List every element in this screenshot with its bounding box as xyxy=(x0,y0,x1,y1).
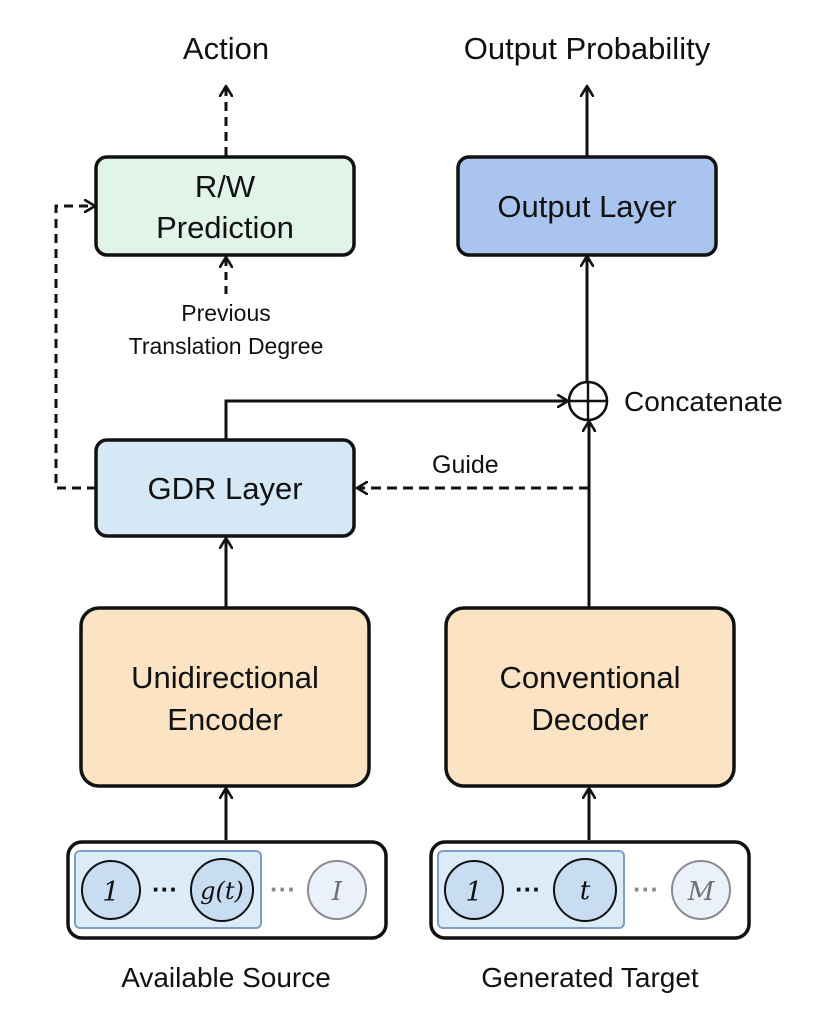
encoder-box xyxy=(79,606,371,788)
source-ellipsis-faded: ··· xyxy=(270,874,296,904)
available-source-label: Available Source xyxy=(121,962,331,993)
encoder-label-line2: Encoder xyxy=(167,702,282,737)
source-token-current xyxy=(190,858,254,922)
gdr-layer-box xyxy=(94,438,356,538)
target-token-current-label: t xyxy=(580,876,591,906)
output-layer-label: Output Layer xyxy=(497,189,676,224)
target-token-last xyxy=(671,860,731,920)
target-ellipsis-faded: ··· xyxy=(633,874,659,904)
source-token-last-label: I xyxy=(331,877,343,907)
target-token-first xyxy=(444,860,504,920)
gdr-layer-label: GDR Layer xyxy=(147,471,302,506)
source-token-first xyxy=(81,860,141,920)
gdr-to-concat-arrow xyxy=(224,401,568,440)
guide-label: Guide xyxy=(432,451,499,479)
target-token-first-label: 1 xyxy=(465,877,482,908)
output-layer-box xyxy=(456,155,718,257)
source-token-last xyxy=(307,860,367,920)
previous-degree-label-line1: Previous xyxy=(181,300,270,326)
rw-prediction-label-line1: R/W xyxy=(195,169,256,204)
target-ellipsis: ··· xyxy=(515,874,541,904)
source-token-first-label: 1 xyxy=(102,877,119,908)
previous-degree-label-line2: Translation Degree xyxy=(129,333,324,359)
target-token-current xyxy=(553,858,617,922)
action-label: Action xyxy=(183,31,269,66)
rw-prediction-label-line2: Prediction xyxy=(156,210,294,245)
source-ellipsis: ··· xyxy=(152,874,178,904)
decoder-box xyxy=(444,606,736,788)
encoder-label-line1: Unidirectional xyxy=(131,660,319,695)
generated-target-label: Generated Target xyxy=(481,962,699,993)
source-token-current-label: g(t) xyxy=(200,877,244,905)
rw-prediction-box xyxy=(94,155,356,257)
decoder-label-line1: Conventional xyxy=(500,660,681,695)
output-probability-label: Output Probability xyxy=(464,31,711,66)
concatenate-label: Concatenate xyxy=(624,386,783,417)
concatenate-icon xyxy=(567,380,609,422)
decoder-label-line2: Decoder xyxy=(531,702,648,737)
gdr-to-rw-dashed-arrow xyxy=(54,206,96,490)
target-token-last-label: M xyxy=(687,877,716,907)
